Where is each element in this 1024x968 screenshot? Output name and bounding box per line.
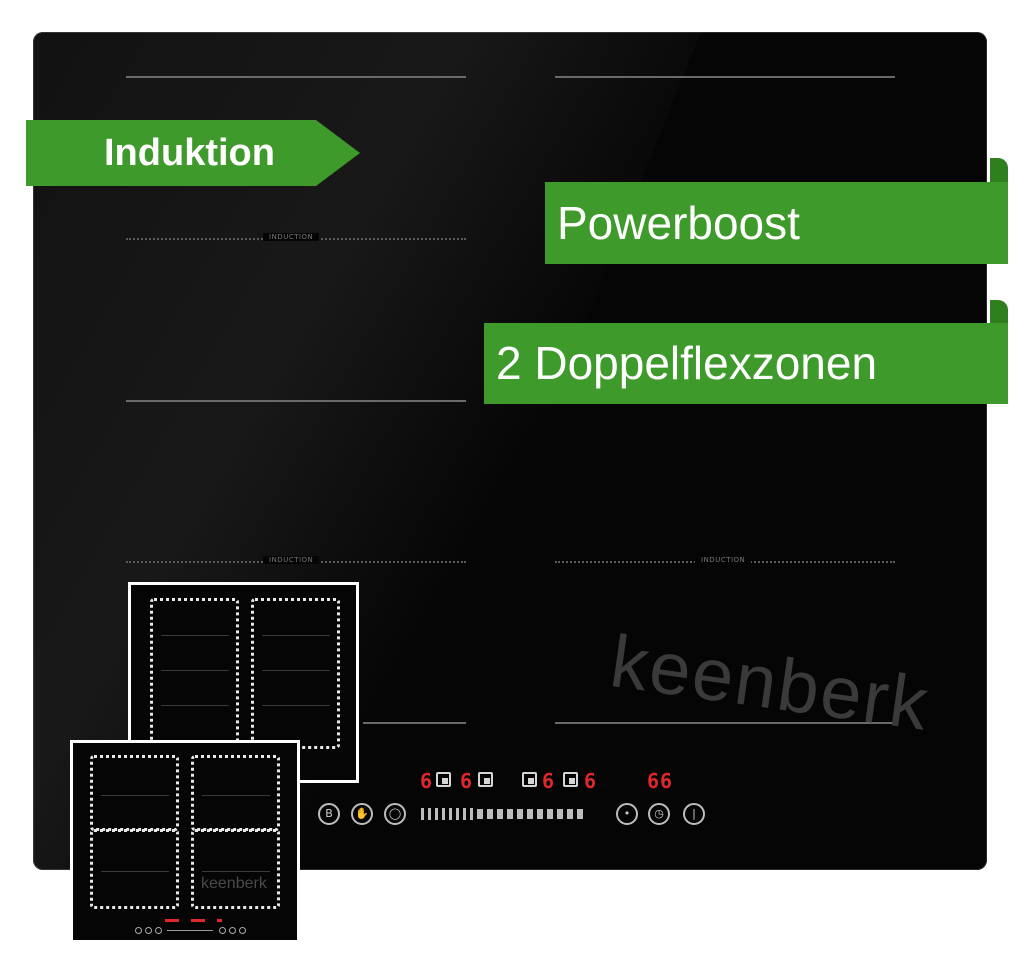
induktion-banner: Induktion xyxy=(26,120,360,186)
split-zone-line xyxy=(101,871,169,872)
display-zone-icon-2 xyxy=(478,772,493,787)
split-zone-bottom-left xyxy=(90,829,179,909)
zone-bottom-left-edge xyxy=(363,722,466,724)
display-digit-4: 6 xyxy=(584,769,597,793)
flexzone-diagram-split: keenberk xyxy=(70,740,300,943)
merged-zone-left xyxy=(150,598,239,749)
merged-zone-right-line xyxy=(262,705,330,706)
split-zone-line xyxy=(202,795,270,796)
zone-bottom-right-edge xyxy=(555,722,895,724)
display-zone-icon-1 xyxy=(436,772,451,787)
display-digit-2: 6 xyxy=(460,769,473,793)
display-zone-icon-3 xyxy=(522,772,537,787)
zone-top-left-edge xyxy=(126,76,466,78)
mini-control-icon xyxy=(145,927,152,934)
mini-control-icon xyxy=(239,927,246,934)
clock-icon[interactable]: ◷ xyxy=(648,803,670,825)
pause-button[interactable]: ◯ xyxy=(384,803,406,825)
merged-zone-right-line xyxy=(262,670,330,671)
split-zone-top-right xyxy=(191,755,280,831)
display-zone-icon-4 xyxy=(563,772,578,787)
powerboost-banner: Powerboost xyxy=(545,182,1008,264)
power-button[interactable]: | xyxy=(683,803,705,825)
mini-display-timer xyxy=(217,919,222,922)
zone-middle-left-edge xyxy=(126,400,466,402)
mini-watermark: keenberk xyxy=(201,875,267,892)
zone-label-top-left: INDUCTION xyxy=(263,233,320,241)
display-digit-3: 6 xyxy=(542,769,555,793)
display-digit-1: 6 xyxy=(420,769,433,793)
merged-zone-right-line xyxy=(262,635,330,636)
split-zone-line xyxy=(101,795,169,796)
split-zone-top-left xyxy=(90,755,179,831)
timer-minus-button[interactable]: • xyxy=(616,803,638,825)
zone-label-bottom-right: INDUCTION xyxy=(695,556,752,564)
boost-button[interactable]: B xyxy=(318,803,340,825)
timer-digit-1: 6 xyxy=(647,769,660,793)
merged-zone-left-line xyxy=(161,705,229,706)
zone-top-right-edge xyxy=(555,76,895,78)
mini-control-icon xyxy=(229,927,236,934)
zone-label-bottom-left: INDUCTION xyxy=(263,556,320,564)
mini-control-icon xyxy=(155,927,162,934)
mini-display-right xyxy=(191,919,205,922)
timer-digit-2: 6 xyxy=(660,769,673,793)
child-lock-button[interactable]: ✋ xyxy=(351,803,373,825)
merged-zone-left-line xyxy=(161,670,229,671)
split-zone-bottom-right xyxy=(191,829,280,909)
mini-display-left xyxy=(165,919,179,922)
mini-slider xyxy=(167,930,213,931)
flexzones-banner: 2 Doppelflexzonen xyxy=(484,323,1008,404)
mini-control-icon xyxy=(219,927,226,934)
split-zone-line xyxy=(202,871,270,872)
mini-control-icon xyxy=(135,927,142,934)
merged-zone-right xyxy=(251,598,340,749)
merged-zone-left-line xyxy=(161,635,229,636)
power-slider[interactable] xyxy=(421,808,583,820)
